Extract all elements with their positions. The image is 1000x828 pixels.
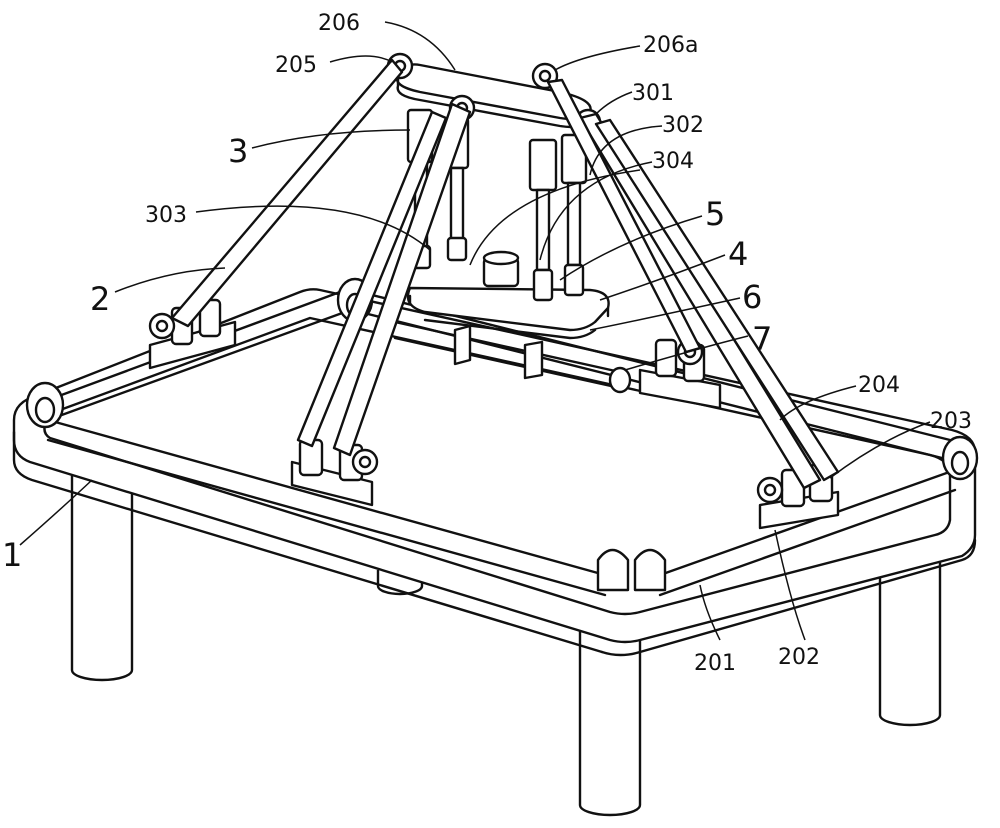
label-304: 304: [652, 149, 694, 174]
leg-front-left: [70, 470, 134, 682]
work-platform: [406, 250, 610, 340]
connector-6: [453, 324, 472, 366]
label-6: 6: [742, 278, 762, 316]
label-201: 201: [694, 651, 736, 676]
label-206: 206: [318, 11, 360, 36]
bar-204: [578, 112, 822, 490]
label-203: 203: [930, 409, 972, 434]
lower-rod: [393, 320, 632, 394]
cylinder-right-a: [528, 138, 558, 192]
corner-cap-right: [941, 435, 979, 481]
frame-side-front-right: [600, 538, 977, 657]
rail-right-a: [658, 468, 957, 577]
frame-side-front-left: [12, 430, 604, 654]
rail-front: [46, 418, 607, 577]
label-4: 4: [728, 235, 748, 273]
label-206a: 206a: [643, 33, 698, 58]
bar-back-left: [170, 58, 404, 328]
rail-left-b: [46, 310, 347, 422]
label-303: 303: [145, 203, 187, 228]
label-1: 1: [2, 536, 22, 574]
legs: [70, 470, 942, 817]
leader-lines: [19, 21, 931, 641]
corner-cap-front-b: [633, 548, 667, 592]
label-3: 3: [228, 132, 248, 170]
label-302: 302: [662, 113, 704, 138]
labels: 206 206a 205 301 302 3 304 303 5 4 2 6 7…: [2, 11, 972, 676]
bar-front-left: [332, 102, 472, 457]
rail-front-b: [46, 438, 607, 597]
label-5: 5: [705, 195, 725, 233]
leg-back-right: [878, 540, 942, 727]
label-202: 202: [778, 645, 820, 670]
label-204: 204: [858, 373, 900, 398]
corner-cap-front-a: [596, 548, 630, 592]
linkage-bars: [170, 58, 840, 490]
rod-end-7: [608, 366, 632, 394]
label-205: 205: [275, 53, 317, 78]
label-301: 301: [632, 81, 674, 106]
label-2: 2: [90, 280, 110, 318]
label-7: 7: [752, 320, 772, 358]
rail-right-b: [658, 488, 957, 597]
corner-cap-left: [25, 381, 65, 429]
